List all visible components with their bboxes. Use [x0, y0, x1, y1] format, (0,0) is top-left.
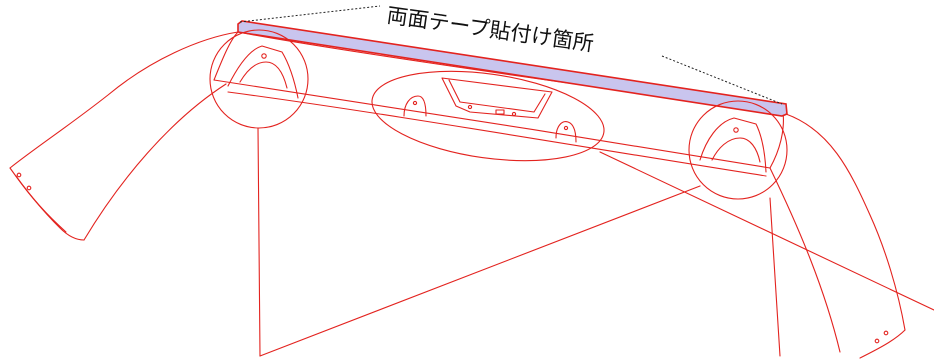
- left-wing: [9, 31, 239, 241]
- main-bar: [213, 31, 784, 177]
- right-mount: [688, 100, 788, 200]
- pointer-lines: [257, 127, 934, 357]
- left-mount: [209, 29, 309, 129]
- callout-leaders: [239, 5, 783, 105]
- right-wing: [769, 113, 906, 359]
- center-detail: [371, 70, 605, 162]
